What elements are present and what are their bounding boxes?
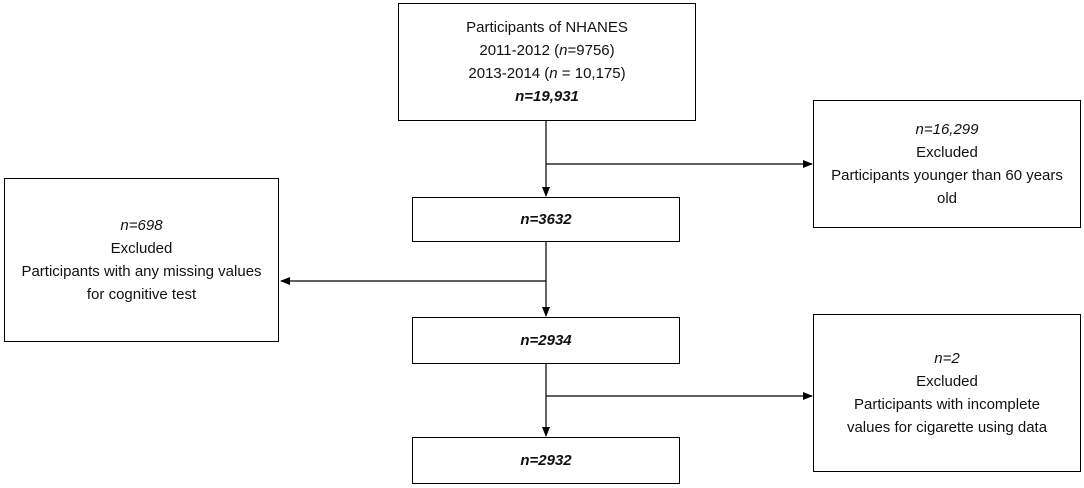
step-2-count: n=2934 — [520, 332, 572, 349]
exclusion-3-box: n=2 Excluded Participants with incomplet… — [813, 314, 1081, 472]
step-1-count: n=3632 — [520, 211, 572, 228]
exclusion-1-reason-line-2: old — [936, 190, 958, 207]
exclusion-3-count: n=2 — [934, 350, 960, 367]
exclusion-2-reason-line-2: for cognitive test — [86, 286, 197, 303]
exclusion-3-reason-line-1: Participants with incomplete — [854, 396, 1040, 413]
exclusion-1-label: Excluded — [916, 144, 978, 161]
exclusion-1-count: n=16,299 — [915, 121, 979, 138]
exclusion-2-label: Excluded — [110, 240, 173, 257]
step-1-box: n=3632 — [412, 197, 680, 242]
top-box-total: n=19,931 — [515, 88, 579, 105]
top-box-title: Participants of NHANES — [466, 19, 628, 36]
exclusion-1-reason-line-1: Participants younger than 60 years — [831, 167, 1063, 184]
nhanes-participants-box: Participants of NHANES 2011-2012 (n=9756… — [398, 3, 696, 121]
final-sample-count: n=2932 — [520, 452, 572, 469]
step-2-box: n=2934 — [412, 317, 680, 364]
exclusion-2-count: n=698 — [120, 217, 163, 234]
exclusion-1-box: n=16,299 Excluded Participants younger t… — [813, 100, 1081, 228]
final-sample-box: n=2932 — [412, 437, 680, 484]
top-box-cycle-2013: 2013-2014 (n = 10,175) — [468, 65, 626, 82]
top-box-cycle-2011: 2011-2012 (n=9756) — [479, 42, 615, 59]
exclusion-2-reason-line-1: Participants with any missing values — [21, 263, 262, 280]
exclusion-3-label: Excluded — [916, 373, 978, 390]
exclusion-2-box: n=698 Excluded Participants with any mis… — [4, 178, 279, 342]
exclusion-3-reason-line-2: values for cigarette using data — [846, 419, 1048, 436]
